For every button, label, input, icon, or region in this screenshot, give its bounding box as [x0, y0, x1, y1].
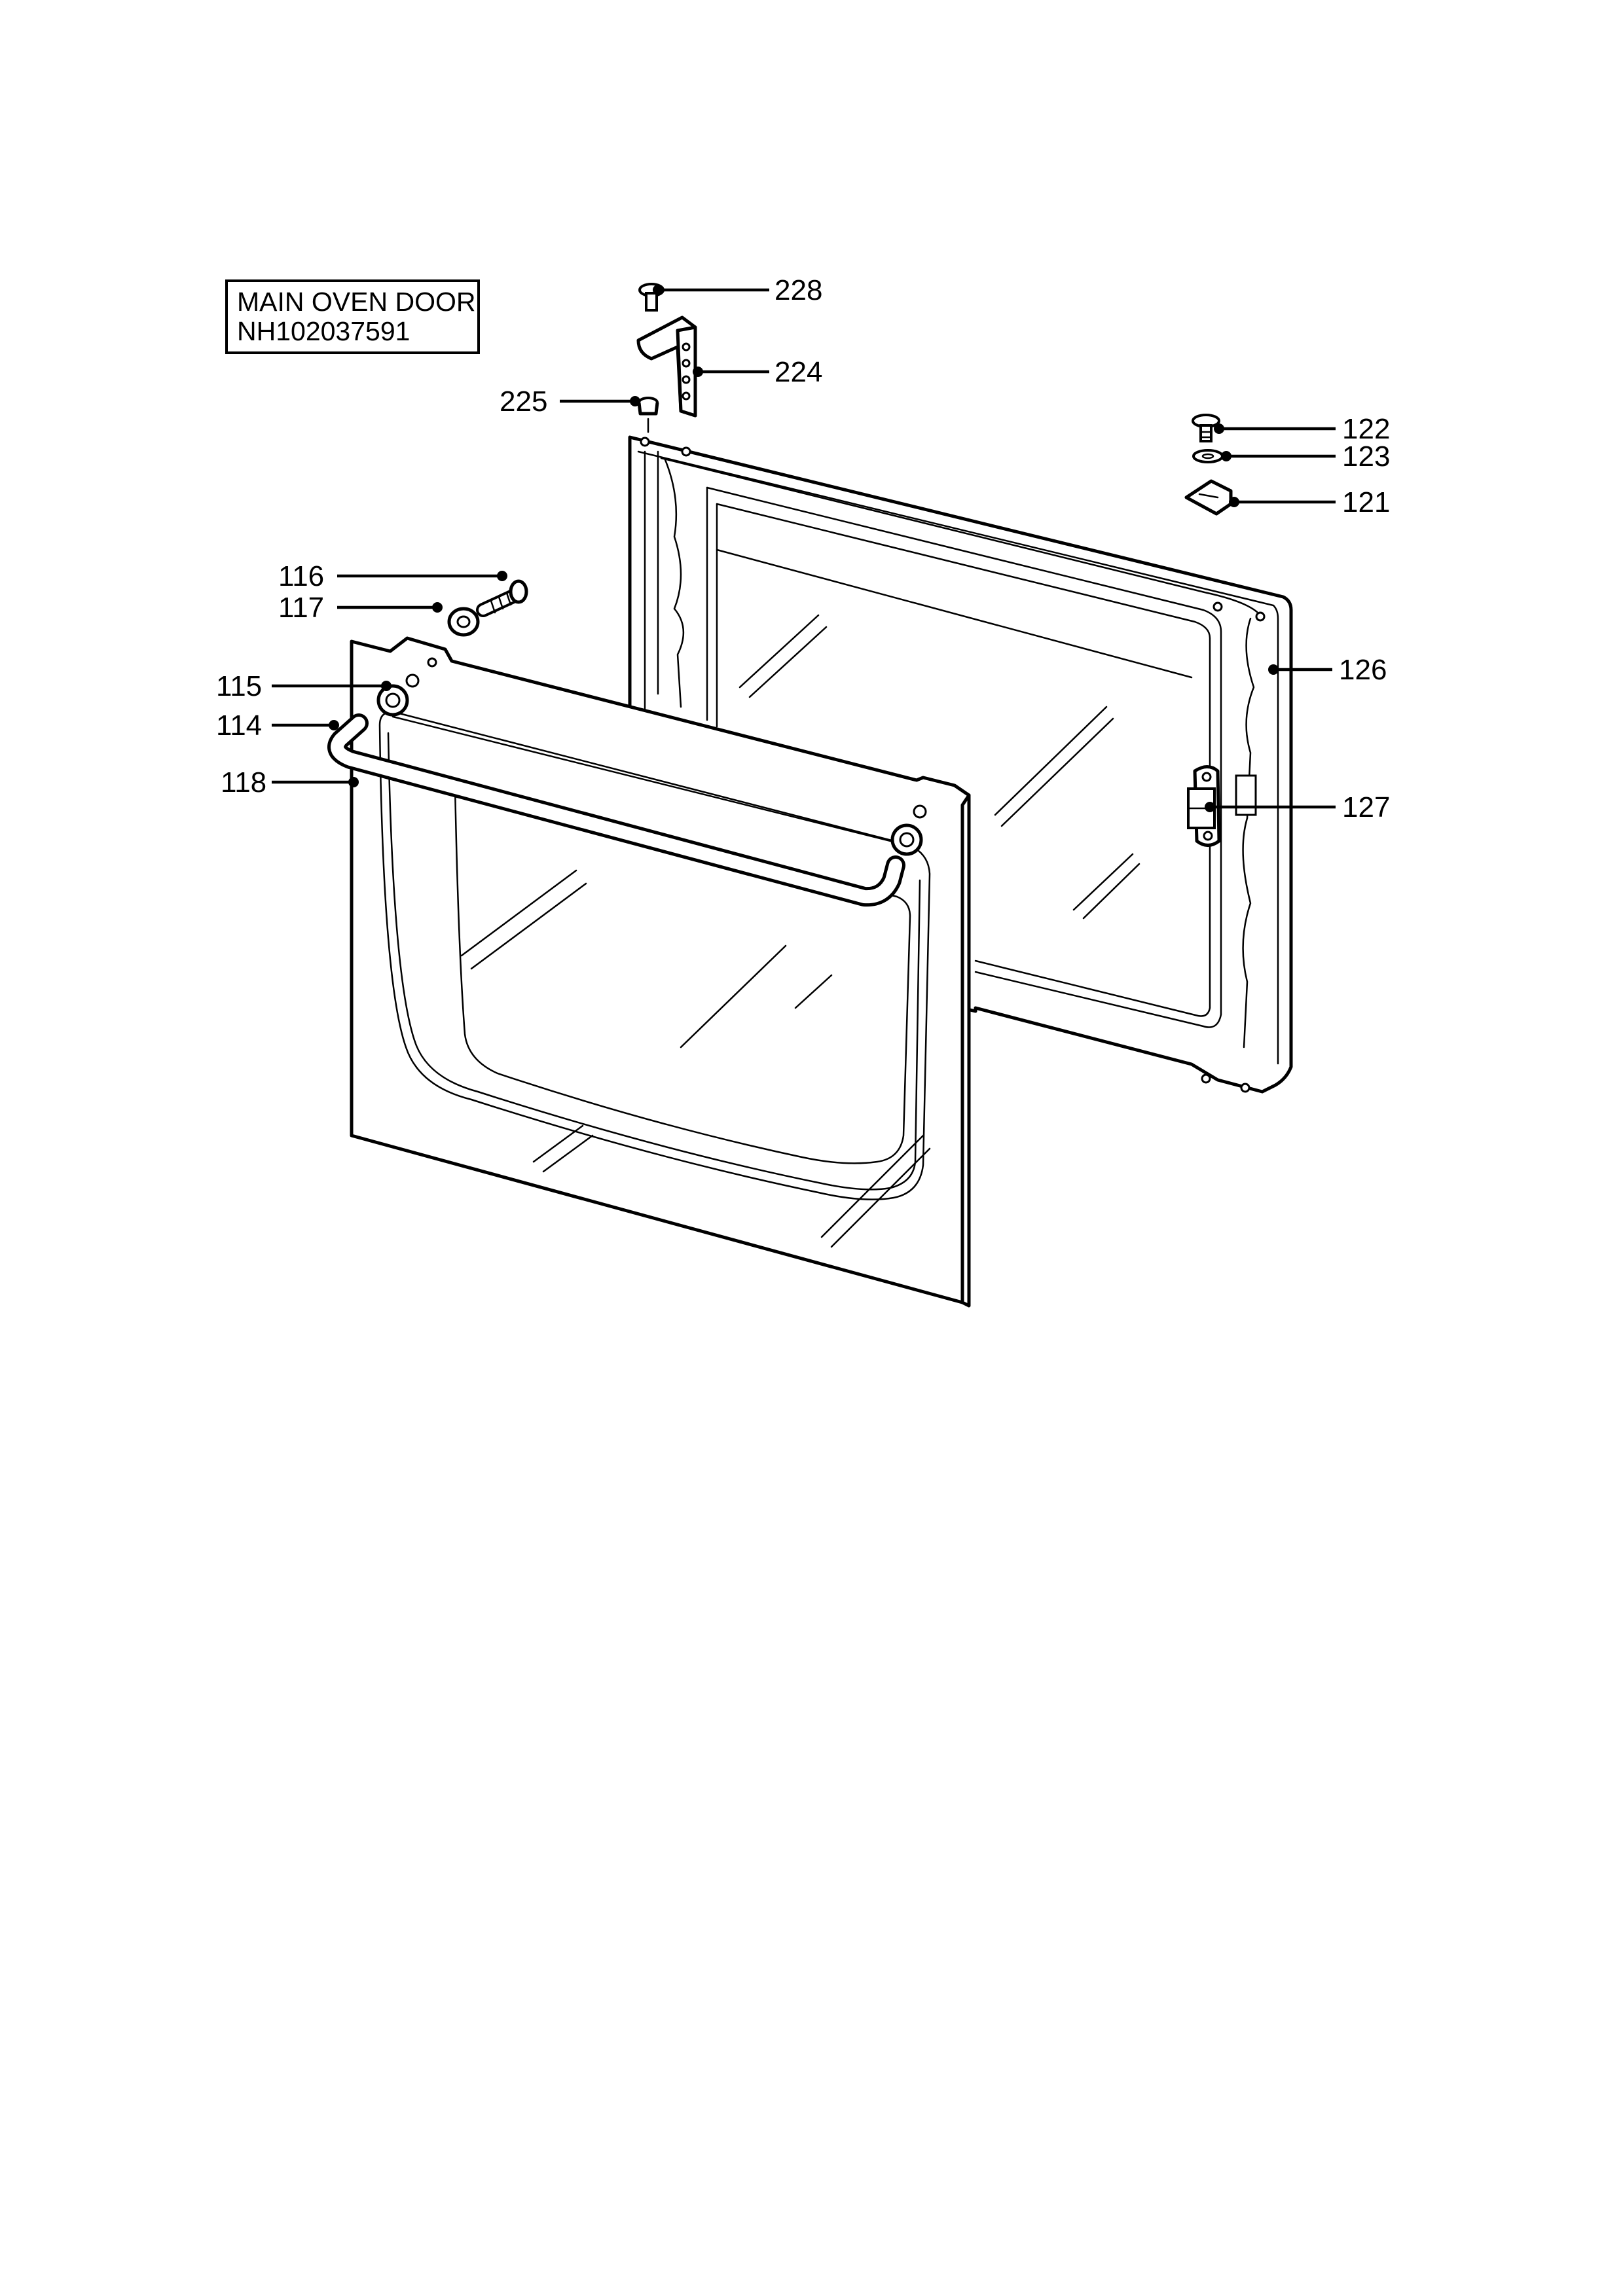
door-handle — [327, 684, 923, 907]
callout-118: 118 — [221, 766, 359, 798]
callout-label-123: 123 — [1342, 440, 1390, 473]
callout-228: 228 — [653, 274, 822, 306]
callout-117: 117 — [278, 592, 443, 624]
latch-washer — [1192, 449, 1224, 463]
callout-127: 127 — [1205, 791, 1390, 823]
callout-label-121: 121 — [1342, 486, 1390, 518]
callout-121: 121 — [1229, 486, 1390, 518]
callout-label-224: 224 — [775, 356, 822, 388]
callout-116: 116 — [278, 560, 507, 592]
callout-label-118: 118 — [221, 766, 266, 798]
title-box: MAIN OVEN DOOR NH102037591 — [225, 279, 480, 354]
callout-label-114: 114 — [216, 709, 262, 742]
hinge-bush — [637, 397, 659, 433]
callout-123: 123 — [1221, 440, 1390, 473]
handle-screw — [476, 579, 528, 617]
callout-label-225: 225 — [500, 386, 547, 418]
latch-clip — [1184, 479, 1233, 516]
callout-225: 225 — [500, 386, 640, 418]
hinge-bracket — [636, 315, 697, 418]
title-line-1: MAIN OVEN DOOR — [237, 287, 475, 317]
latch-screw — [1192, 414, 1220, 442]
callout-224: 224 — [693, 356, 822, 388]
callout-label-116: 116 — [278, 560, 324, 592]
callout-label-126: 126 — [1339, 654, 1387, 686]
callout-label-228: 228 — [775, 274, 822, 306]
callout-label-115: 115 — [216, 670, 262, 702]
callout-label-122: 122 — [1342, 413, 1390, 445]
callout-label-117: 117 — [278, 592, 324, 624]
title-line-2: NH102037591 — [237, 316, 410, 346]
callout-122: 122 — [1214, 413, 1390, 445]
callout-114: 114 — [216, 709, 339, 742]
callout-115: 115 — [216, 670, 392, 702]
callout-label-127: 127 — [1342, 791, 1390, 823]
handle-washer — [447, 607, 480, 637]
callout-126: 126 — [1268, 654, 1387, 686]
